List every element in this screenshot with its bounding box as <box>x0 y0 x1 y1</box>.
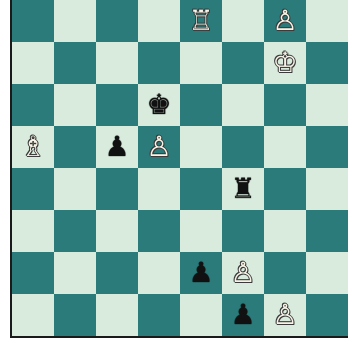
square-a6[interactable] <box>12 84 54 126</box>
square-e3[interactable] <box>180 210 222 252</box>
white-bishop-icon[interactable]: ♗ <box>20 133 45 161</box>
square-a3[interactable] <box>12 210 54 252</box>
square-g6[interactable] <box>264 84 306 126</box>
square-c7[interactable] <box>96 42 138 84</box>
square-a2[interactable] <box>12 252 54 294</box>
square-a5[interactable]: ♗ <box>12 126 54 168</box>
black-pawn-icon[interactable]: ♟ <box>188 259 213 287</box>
square-h4[interactable] <box>306 168 348 210</box>
square-g3[interactable] <box>264 210 306 252</box>
square-f7[interactable] <box>222 42 264 84</box>
square-h5[interactable] <box>306 126 348 168</box>
square-c4[interactable] <box>96 168 138 210</box>
square-e5[interactable] <box>180 126 222 168</box>
square-a4[interactable] <box>12 168 54 210</box>
square-f1[interactable]: ♟ <box>222 294 264 336</box>
square-f8[interactable] <box>222 0 264 42</box>
black-rook-icon[interactable]: ♜ <box>230 175 255 203</box>
square-b1[interactable] <box>54 294 96 336</box>
square-e4[interactable] <box>180 168 222 210</box>
square-d2[interactable] <box>138 252 180 294</box>
square-c3[interactable] <box>96 210 138 252</box>
square-d1[interactable] <box>138 294 180 336</box>
square-b3[interactable] <box>54 210 96 252</box>
square-c2[interactable] <box>96 252 138 294</box>
square-b6[interactable] <box>54 84 96 126</box>
square-f3[interactable] <box>222 210 264 252</box>
square-d3[interactable] <box>138 210 180 252</box>
square-f2[interactable]: ♙ <box>222 252 264 294</box>
square-f4[interactable]: ♜ <box>222 168 264 210</box>
square-d7[interactable] <box>138 42 180 84</box>
square-g7[interactable]: ♔ <box>264 42 306 84</box>
square-a7[interactable] <box>12 42 54 84</box>
square-h2[interactable] <box>306 252 348 294</box>
black-king-icon[interactable]: ♚ <box>146 91 171 119</box>
square-d5[interactable]: ♙ <box>138 126 180 168</box>
square-e6[interactable] <box>180 84 222 126</box>
square-c8[interactable] <box>96 0 138 42</box>
square-g8[interactable]: ♙ <box>264 0 306 42</box>
square-g5[interactable] <box>264 126 306 168</box>
square-g4[interactable] <box>264 168 306 210</box>
white-pawn-icon[interactable]: ♙ <box>230 259 255 287</box>
square-b8[interactable] <box>54 0 96 42</box>
black-pawn-icon[interactable]: ♟ <box>104 133 129 161</box>
square-f6[interactable] <box>222 84 264 126</box>
white-rook-icon[interactable]: ♖ <box>188 7 213 35</box>
chess-board: ♖ ♙ ♔ ♚ ♗ ♟ ♙ ♜ ♟ ♙ ♟ ♙ <box>10 0 348 338</box>
square-c1[interactable] <box>96 294 138 336</box>
square-h3[interactable] <box>306 210 348 252</box>
square-c5[interactable]: ♟ <box>96 126 138 168</box>
square-e8[interactable]: ♖ <box>180 0 222 42</box>
square-b2[interactable] <box>54 252 96 294</box>
square-b4[interactable] <box>54 168 96 210</box>
square-e2[interactable]: ♟ <box>180 252 222 294</box>
square-d8[interactable] <box>138 0 180 42</box>
square-h7[interactable] <box>306 42 348 84</box>
square-d4[interactable] <box>138 168 180 210</box>
square-b5[interactable] <box>54 126 96 168</box>
square-a1[interactable] <box>12 294 54 336</box>
white-pawn-icon[interactable]: ♙ <box>146 133 171 161</box>
square-h6[interactable] <box>306 84 348 126</box>
square-g1[interactable]: ♙ <box>264 294 306 336</box>
square-b7[interactable] <box>54 42 96 84</box>
square-h8[interactable] <box>306 0 348 42</box>
square-e7[interactable] <box>180 42 222 84</box>
white-pawn-icon[interactable]: ♙ <box>272 301 297 329</box>
black-pawn-icon[interactable]: ♟ <box>230 301 255 329</box>
square-d6[interactable]: ♚ <box>138 84 180 126</box>
square-a8[interactable] <box>12 0 54 42</box>
white-king-icon[interactable]: ♔ <box>272 49 297 77</box>
square-e1[interactable] <box>180 294 222 336</box>
square-g2[interactable] <box>264 252 306 294</box>
white-pawn-icon[interactable]: ♙ <box>272 7 297 35</box>
square-h1[interactable] <box>306 294 348 336</box>
square-f5[interactable] <box>222 126 264 168</box>
square-c6[interactable] <box>96 84 138 126</box>
